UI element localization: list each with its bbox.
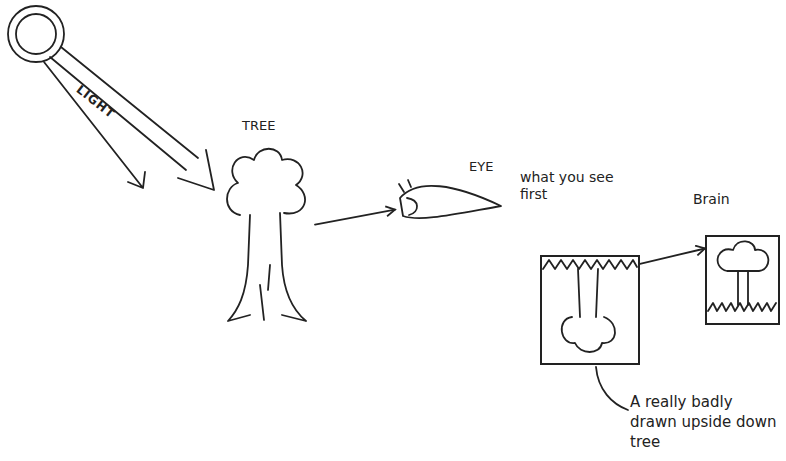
eye-lashes	[399, 180, 411, 192]
sun-outer	[8, 6, 64, 62]
grass	[708, 303, 776, 311]
crown	[718, 241, 769, 271]
eye-outline	[400, 186, 501, 218]
flow-arrow	[640, 249, 705, 264]
light-ray-thin	[44, 62, 145, 188]
node-heading: TREE	[242, 117, 312, 134]
tree-crown	[227, 149, 305, 215]
eye-drawing	[399, 180, 501, 218]
grass	[543, 260, 637, 269]
leader-line	[596, 367, 628, 410]
flow-arrow	[315, 210, 395, 225]
tree-trunk	[228, 213, 306, 321]
upside-down-tree	[543, 260, 637, 352]
node-heading: what you see first	[520, 169, 625, 203]
node-heading: Brain	[693, 191, 763, 208]
upright-tree	[708, 241, 776, 311]
sun-inner	[16, 14, 56, 54]
tree-drawing	[227, 149, 306, 321]
eye-pupil	[407, 198, 417, 215]
picture-box: Brain	[705, 235, 780, 325]
drawing-node: TREE	[220, 115, 315, 330]
trunk	[738, 271, 748, 305]
callout-note: A really badly drawn upside down tree	[630, 392, 782, 452]
picture-box: what you see first	[540, 255, 640, 365]
light-ray-band	[50, 47, 214, 190]
trunk	[578, 269, 598, 317]
crown	[562, 317, 615, 352]
node-heading: EYE	[469, 158, 509, 175]
drawing-node: EYE	[395, 158, 505, 240]
